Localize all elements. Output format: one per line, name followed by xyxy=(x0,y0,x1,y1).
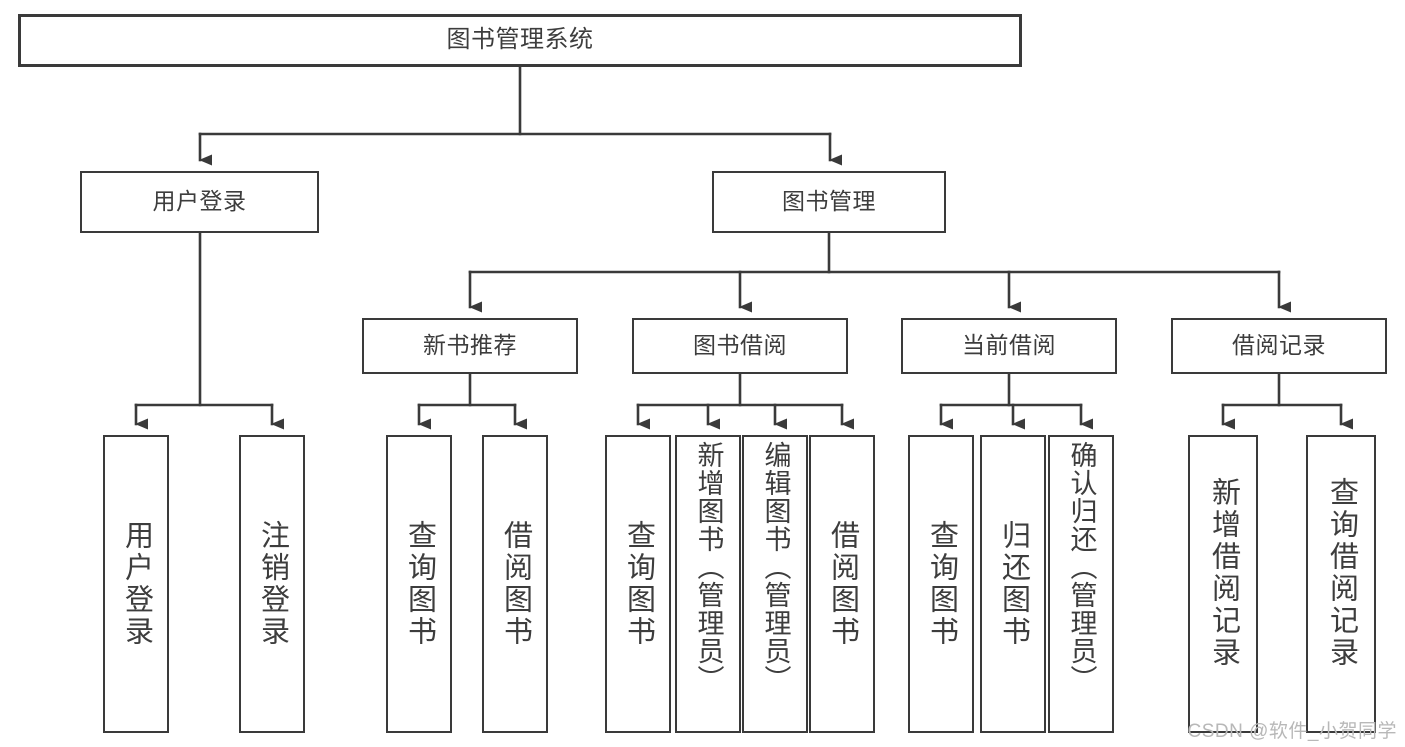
node-leaf-add-book-admin[interactable]: 新增图书（管理员） xyxy=(675,435,741,733)
csdn-watermark: CSDN @软件_小贺同学 xyxy=(1187,721,1397,742)
node-leaf-query-book-bor[interactable]: 查询图书 xyxy=(605,435,671,733)
node-leaf-borrow-book-bor-label: 借阅图书 xyxy=(826,520,859,648)
node-book-borrow[interactable]: 图书借阅 xyxy=(632,318,848,374)
node-user-login-label: 用户登录 xyxy=(152,188,247,215)
node-root[interactable]: 图书管理系统 xyxy=(18,14,1022,67)
node-book-manage-label: 图书管理 xyxy=(782,188,876,215)
node-leaf-borrow-book-rec[interactable]: 借阅图书 xyxy=(482,435,548,733)
node-leaf-edit-book-admin-label: 编辑图书（管理员） xyxy=(760,441,791,693)
node-borrow-record-label: 借阅记录 xyxy=(1232,332,1326,359)
node-new-book-recommend[interactable]: 新书推荐 xyxy=(362,318,578,374)
node-book-borrow-label: 图书借阅 xyxy=(693,332,787,359)
node-borrow-record[interactable]: 借阅记录 xyxy=(1171,318,1387,374)
node-leaf-confirm-return[interactable]: 确认归还（管理员） xyxy=(1048,435,1114,733)
node-leaf-query-borrow-record[interactable]: 查询借阅记录 xyxy=(1306,435,1376,733)
node-leaf-query-book-rec-label: 查询图书 xyxy=(403,520,436,648)
node-leaf-add-borrow-record[interactable]: 新增借阅记录 xyxy=(1188,435,1258,733)
node-leaf-query-book-rec[interactable]: 查询图书 xyxy=(386,435,452,733)
node-leaf-query-book-cur-label: 查询图书 xyxy=(925,520,958,648)
node-leaf-return-book[interactable]: 归还图书 xyxy=(980,435,1046,733)
node-leaf-logout-label: 注销登录 xyxy=(256,520,289,648)
node-leaf-user-login-label: 用户登录 xyxy=(120,520,153,648)
node-new-book-recommend-label: 新书推荐 xyxy=(423,332,517,359)
node-user-login[interactable]: 用户登录 xyxy=(80,171,319,233)
node-leaf-borrow-book-rec-label: 借阅图书 xyxy=(499,520,532,648)
node-current-borrow[interactable]: 当前借阅 xyxy=(901,318,1117,374)
node-leaf-query-book-bor-label: 查询图书 xyxy=(622,520,655,648)
node-root-label: 图书管理系统 xyxy=(446,26,594,54)
node-leaf-edit-book-admin[interactable]: 编辑图书（管理员） xyxy=(742,435,808,733)
node-leaf-return-book-label: 归还图书 xyxy=(997,520,1030,648)
node-leaf-borrow-book-bor[interactable]: 借阅图书 xyxy=(809,435,875,733)
node-leaf-add-borrow-record-label: 新增借阅记录 xyxy=(1207,477,1240,669)
node-leaf-query-book-cur[interactable]: 查询图书 xyxy=(908,435,974,733)
node-book-manage[interactable]: 图书管理 xyxy=(712,171,946,233)
node-leaf-query-borrow-record-label: 查询借阅记录 xyxy=(1325,477,1358,669)
node-current-borrow-label: 当前借阅 xyxy=(962,332,1056,359)
node-leaf-logout[interactable]: 注销登录 xyxy=(239,435,305,733)
node-leaf-confirm-return-label: 确认归还（管理员） xyxy=(1066,441,1097,693)
node-leaf-add-book-admin-label: 新增图书（管理员） xyxy=(693,441,724,693)
node-leaf-user-login[interactable]: 用户登录 xyxy=(103,435,169,733)
